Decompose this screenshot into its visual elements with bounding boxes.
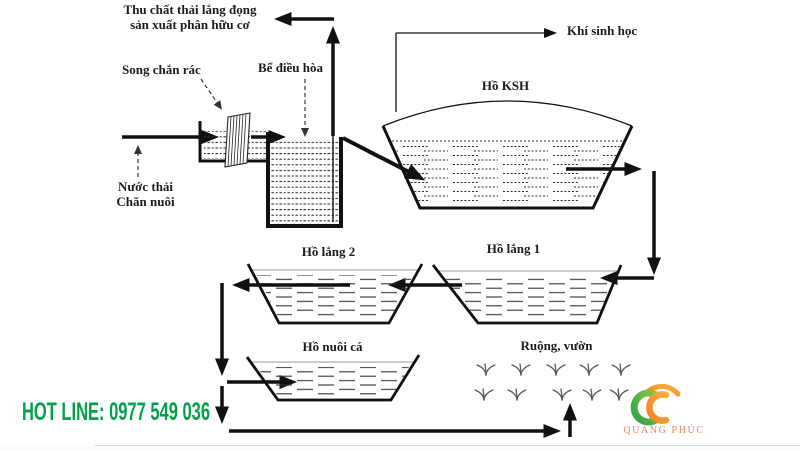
fish-pond [245, 354, 421, 402]
ksh-pond [381, 100, 634, 210]
fields-label: Ruộng, vườn [520, 338, 593, 353]
biogas-label: Khí sinh học [567, 23, 638, 38]
plant-icon [507, 388, 527, 401]
settling-pond-1 [431, 264, 623, 325]
plant-icon [476, 363, 496, 376]
settling-pond-2 [246, 263, 424, 325]
brand-name: QUANG PHÚC [623, 425, 705, 436]
plant-icon [611, 363, 631, 376]
field-plants [474, 363, 631, 401]
plant-icon [609, 388, 629, 401]
plant-icon [579, 363, 599, 376]
hotline-text: HOT LINE: 0977 549 036 [22, 398, 211, 426]
settling1-label: Hồ lắng 1 [486, 241, 541, 256]
plant-icon [511, 363, 531, 376]
influent-label-line2: Chăn nuôi [116, 193, 175, 209]
compost-label-line2: sản xuất phân hữu cơ [130, 16, 250, 32]
plant-icon [552, 388, 572, 401]
plant-icon [474, 388, 494, 401]
eq-tank-label: Bể điều hòa [258, 60, 324, 75]
compost-label: Thu chất thải lắng đọng sản xuất phân hữ… [100, 2, 280, 32]
influent-label-line1: Nước thải [117, 179, 174, 194]
ksh-outlet-arrow [566, 162, 661, 285]
ksh-pond-label: Hồ KSH [481, 78, 530, 93]
equalization-tank [266, 132, 343, 228]
fish-pond-label: Hồ nuôi cá [302, 339, 363, 354]
plant-icon [546, 363, 566, 376]
sludge-pipe-arrow [274, 12, 340, 222]
screen-leader-arrow [200, 78, 222, 110]
quang-phuc-logo [630, 384, 681, 426]
ksh-inlet-arrow [342, 136, 426, 181]
biogas-pipe-arrow [395, 28, 557, 112]
settling2-label: Hồ lắng 2 [301, 244, 356, 259]
bottom-divider [95, 445, 800, 446]
compost-label-line1: Thu chất thải lắng đọng [123, 2, 257, 17]
field-irrigation-arrow [229, 403, 577, 438]
trash-screen-label: Song chắn rác [122, 62, 201, 77]
trash-screen-icon [224, 112, 251, 168]
plant-icon [582, 388, 602, 401]
bottom-strip [0, 446, 800, 450]
influent-label: Nước thải Chăn nuôi [103, 179, 188, 209]
